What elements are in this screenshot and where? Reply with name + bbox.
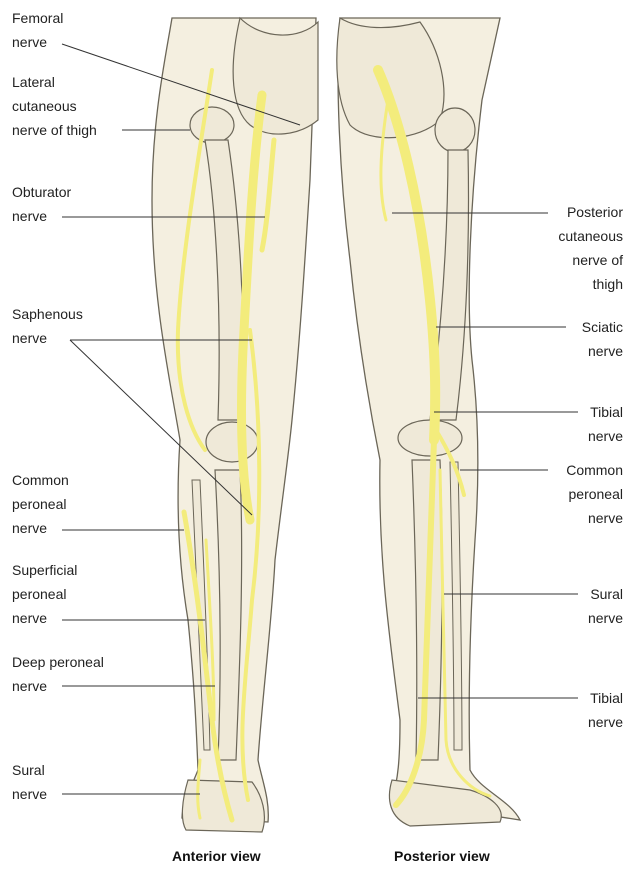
label-line: Sciatic (582, 315, 623, 339)
anterior-hip-joint (190, 107, 234, 143)
label-line: cutaneous (12, 94, 97, 118)
label-line: nerve of (558, 248, 623, 272)
label-line: nerve (12, 674, 104, 698)
label-line: peroneal (566, 482, 623, 506)
posterior-hip-joint (435, 108, 475, 152)
label-line: thigh (558, 272, 623, 296)
label-obturator-nerve: Obturator nerve (12, 180, 71, 228)
label-line: nerve (582, 339, 623, 363)
label-tibial-nerve-upper: Tibial nerve (588, 400, 623, 448)
label-saphenous-nerve: Saphenous nerve (12, 302, 83, 350)
label-line: nerve of thigh (12, 118, 97, 142)
label-femoral-nerve: Femoral nerve (12, 6, 63, 54)
label-line: Common (566, 458, 623, 482)
label-line: nerve (12, 326, 83, 350)
caption-anterior-view: Anterior view (172, 848, 261, 864)
label-line: Obturator (12, 180, 71, 204)
label-line: Sural (588, 582, 623, 606)
posterior-pelvis (337, 18, 444, 138)
label-line: nerve (12, 606, 77, 630)
caption-posterior-view: Posterior view (394, 848, 490, 864)
label-line: cutaneous (558, 224, 623, 248)
label-line: Lateral (12, 70, 97, 94)
label-line: Deep peroneal (12, 650, 104, 674)
label-sural-nerve-posterior: Sural nerve (588, 582, 623, 630)
anterior-leg (152, 18, 318, 832)
label-line: Superficial (12, 558, 77, 582)
label-tibial-nerve-lower: Tibial nerve (588, 686, 623, 734)
label-line: Tibial (588, 400, 623, 424)
label-superficial-peroneal-nerve: Superficial peroneal nerve (12, 558, 77, 630)
label-deep-peroneal-nerve: Deep peroneal nerve (12, 650, 104, 698)
label-line: Posterior (558, 200, 623, 224)
label-line: peroneal (12, 492, 69, 516)
label-line: Tibial (588, 686, 623, 710)
label-sural-nerve-anterior: Sural nerve (12, 758, 47, 806)
label-line: nerve (588, 606, 623, 630)
label-line: nerve (588, 710, 623, 734)
label-line: Saphenous (12, 302, 83, 326)
label-line: peroneal (12, 582, 77, 606)
label-sciatic-nerve: Sciatic nerve (582, 315, 623, 363)
label-line: nerve (12, 782, 47, 806)
label-posterior-cutaneous-nerve: Posterior cutaneous nerve of thigh (558, 200, 623, 296)
label-lateral-cutaneous-nerve: Lateral cutaneous nerve of thigh (12, 70, 97, 142)
label-line: nerve (566, 506, 623, 530)
label-line: nerve (12, 204, 71, 228)
label-line: Sural (12, 758, 47, 782)
label-line: nerve (12, 30, 63, 54)
posterior-leg (337, 18, 520, 826)
label-common-peroneal-nerve-anterior: Common peroneal nerve (12, 468, 69, 540)
label-line: nerve (12, 516, 69, 540)
label-line: nerve (588, 424, 623, 448)
label-line: Femoral (12, 6, 63, 30)
label-line: Common (12, 468, 69, 492)
label-common-peroneal-nerve-posterior: Common peroneal nerve (566, 458, 623, 530)
anterior-knee-cap (206, 422, 258, 462)
